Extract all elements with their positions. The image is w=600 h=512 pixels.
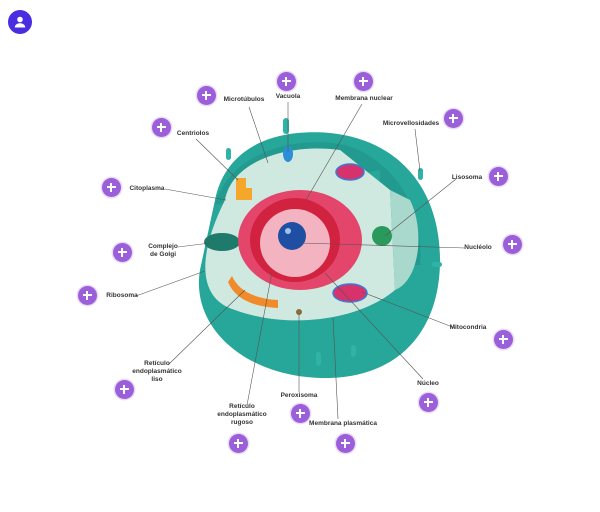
label-line: rugoso <box>230 419 254 426</box>
nucleolus <box>278 222 306 250</box>
hotspot-reticulo-liso-button[interactable] <box>114 379 134 399</box>
label-line: Retículo <box>144 360 170 367</box>
golgi-apparatus <box>204 233 240 251</box>
label-peroxisoma: Peroxisoma <box>280 392 318 399</box>
hotspot-vacuola-button[interactable] <box>276 71 296 91</box>
user-avatar-button[interactable] <box>8 10 32 34</box>
hotspot-ribosoma-button[interactable] <box>77 285 97 305</box>
label-line: Complejo <box>148 243 178 250</box>
label-membrana-nuclear: Membrana nuclear <box>335 95 393 102</box>
hotspot-lisosoma-button[interactable] <box>488 166 508 186</box>
centrioles <box>236 178 252 200</box>
hotspot-centriolos-button[interactable] <box>151 117 171 137</box>
label-nucleolo: Nucléolo <box>464 244 492 251</box>
hotspot-membrana-plasmatica-button[interactable] <box>335 433 355 453</box>
hotspot-membrana-nuclear-button[interactable] <box>353 71 373 91</box>
label-ribosoma: Ribosoma <box>106 292 138 299</box>
peroxisome <box>296 309 302 315</box>
hotspot-nucleolo-button[interactable] <box>502 234 522 254</box>
hotspot-reticulo-rugoso-button[interactable] <box>228 433 248 453</box>
label-centriolos: Centriolos <box>176 130 210 137</box>
vacuole <box>283 146 293 162</box>
mitochondrion <box>335 163 365 181</box>
label-line: Retículo <box>229 403 255 410</box>
label-line: endoplasmático <box>217 411 267 418</box>
hotspot-microvellosidades-button[interactable] <box>443 108 463 128</box>
label-lisosoma: Lisosoma <box>451 174 483 181</box>
lysosome <box>372 226 392 246</box>
label-membrana-plasmatica: Membrana plasmática <box>309 420 377 427</box>
label-microvellosidades: Microvellosidades <box>382 120 440 127</box>
label-line: liso <box>151 376 163 383</box>
hotspot-mitocondria-button[interactable] <box>493 329 513 349</box>
label-mitocondria: Mitocondria <box>449 324 487 331</box>
label-nucleo: Núcleo <box>417 380 439 387</box>
hotspot-microtubulos-button[interactable] <box>196 85 216 105</box>
label-vacuola: Vacuola <box>275 93 301 100</box>
label-citoplasma: Citoplasma <box>129 185 165 192</box>
mitochondrion <box>332 283 368 303</box>
hotspot-peroxisoma-button[interactable] <box>290 403 310 423</box>
label-microtubulos: Microtúbulos <box>223 96 265 103</box>
label-line: endoplasmático <box>132 368 182 375</box>
user-icon <box>14 16 26 28</box>
hotspot-citoplasma-button[interactable] <box>101 177 121 197</box>
label-line: de Golgi <box>150 251 176 258</box>
hotspot-golgi-button[interactable] <box>112 242 132 262</box>
smooth-er <box>228 276 278 308</box>
hotspot-nucleo-button[interactable] <box>418 392 438 412</box>
